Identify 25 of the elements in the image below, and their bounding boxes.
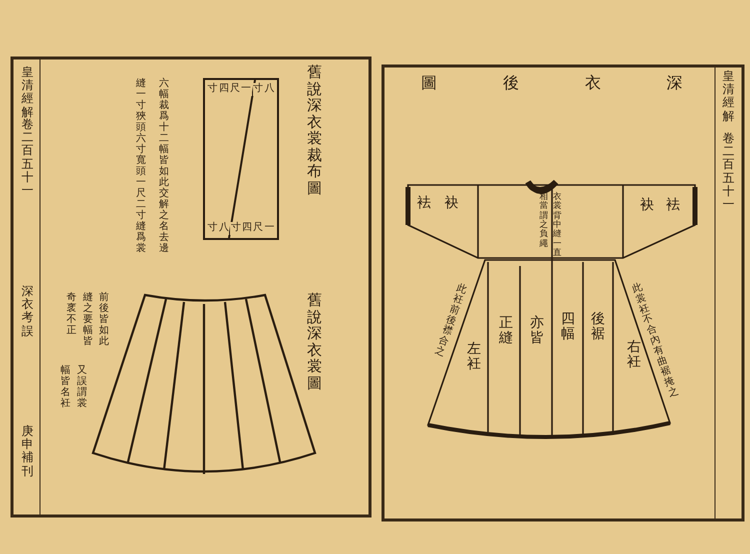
margin-text: 卷二百五十一 <box>21 118 34 199</box>
margin-text: 卷二百五十一 <box>722 132 736 213</box>
part-label: 亦皆 <box>529 316 545 348</box>
dimension-label: 八寸 <box>207 222 230 235</box>
margin-text: 庚申補刊 <box>21 425 34 480</box>
part-label: 正縫 <box>498 316 514 348</box>
part-label: 袂袪 <box>640 196 692 214</box>
heading: 深衣後圖 <box>420 74 684 94</box>
margin-text: 皇清經解 <box>722 70 736 125</box>
part-label: 右衽 <box>626 340 642 372</box>
dimension-label: 八寸 <box>252 83 275 96</box>
part-label: 後裾 <box>590 312 606 344</box>
part-label: 四幅 <box>560 312 576 344</box>
note-text: 六幅裁爲十二幅皆如此交解之名去邊縫一寸狹頭六寸寬頭一尺二寸縫爲裳 <box>134 78 170 256</box>
margin-text: 皇清經解 <box>21 66 34 119</box>
part-label: 袂袪 <box>416 196 460 213</box>
dimension-label: 一尺四寸 <box>207 83 252 96</box>
margin-text: 深衣考誤 <box>21 285 34 340</box>
heading: 舊說深衣裳圖 <box>306 292 323 393</box>
note-text: 前後皆如此縫之要幅皆奇衺不正 <box>66 292 110 349</box>
part-label: 左衽 <box>466 342 482 374</box>
note-text: 此衽前後襟合之 <box>432 282 468 359</box>
heading: 舊說深衣裳裁布圖 <box>306 64 323 198</box>
dimension-label: 一尺四寸 <box>230 222 275 235</box>
note-text: 又誤謂裳幅皆名衽 <box>60 365 88 411</box>
